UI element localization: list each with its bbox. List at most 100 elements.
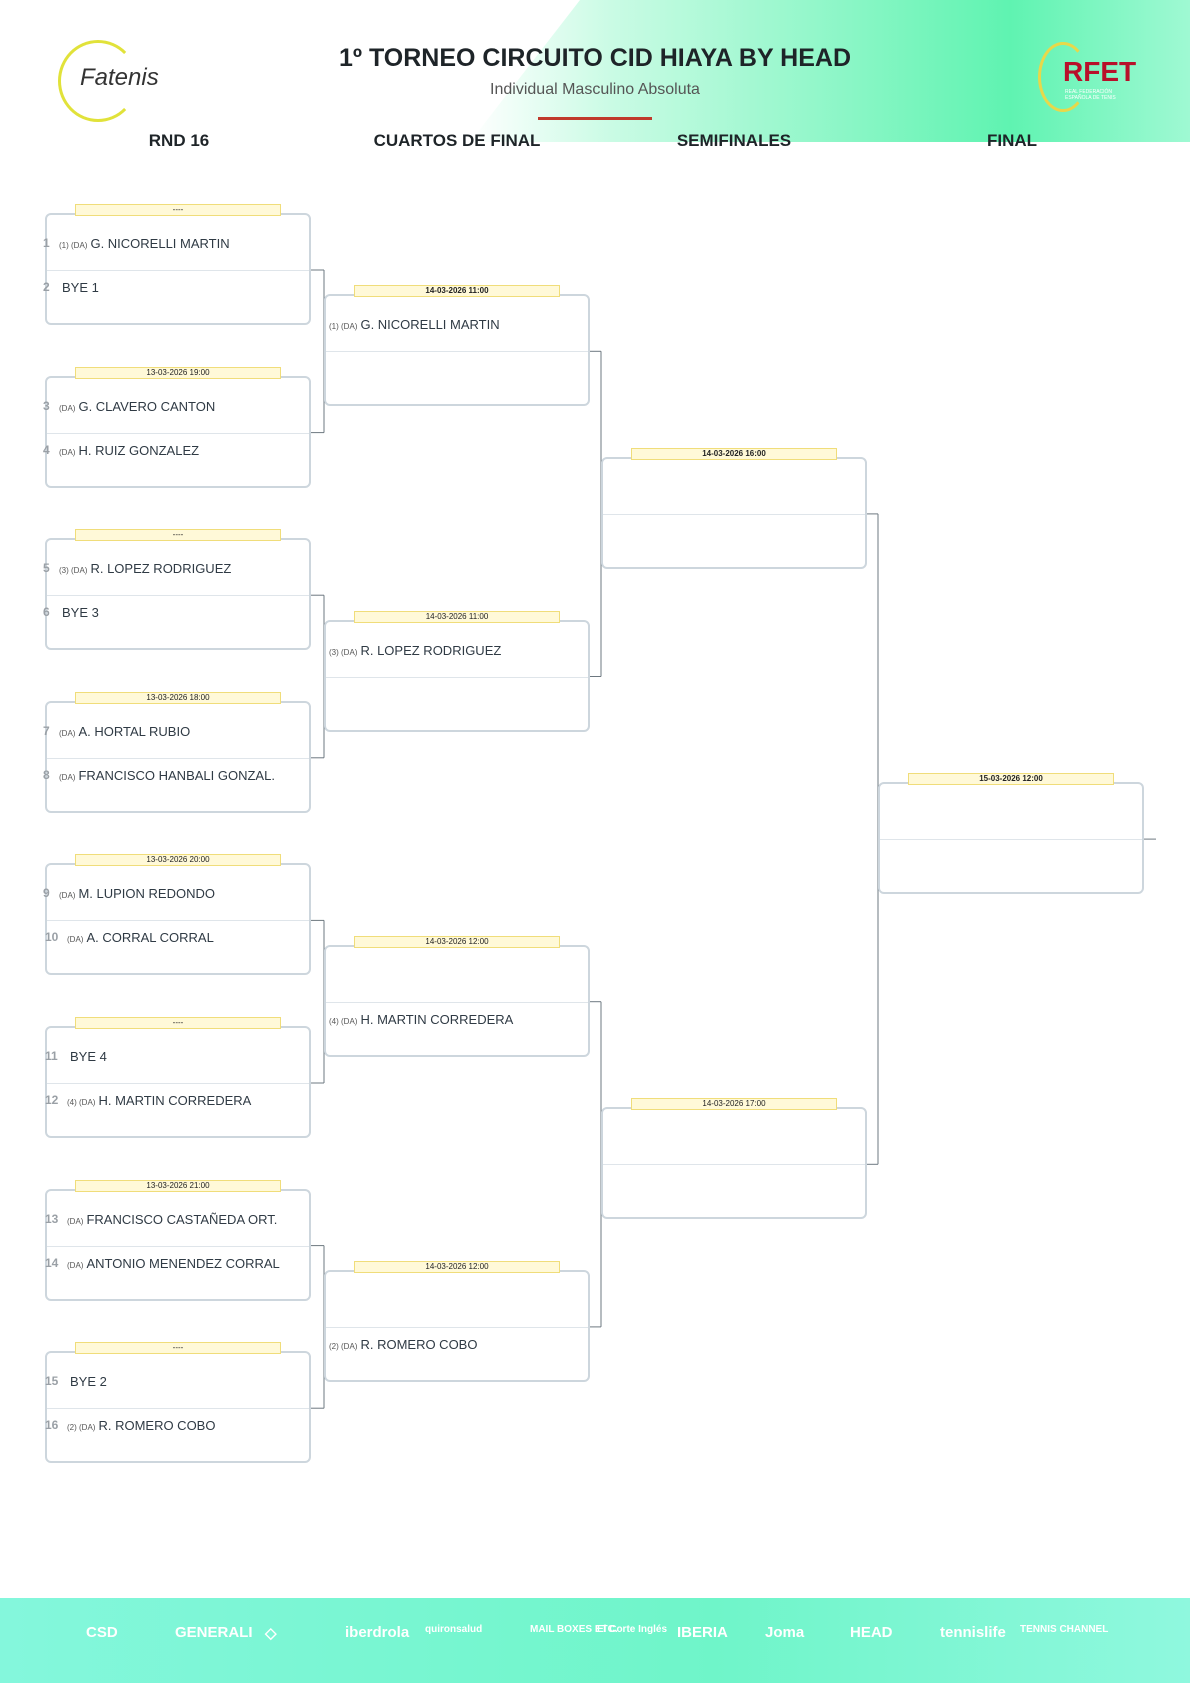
fatenis-logo-text: Fatenis [80,64,159,91]
player-row[interactable]: 12(4) (DA)H. MARTIN CORREDERA [45,1093,251,1108]
player-row[interactable] [329,361,332,376]
player-row[interactable] [883,849,886,864]
sponsor-logo: GENERALI [175,1624,253,1641]
draw-position-number: 16 [45,1418,59,1433]
page-title: 1º TORNEO CIRCUITO CID HIAYA BY HEAD [338,44,851,72]
match-date-label: 14-03-2026 12:00 [354,1260,560,1273]
match-divider [326,1001,588,1003]
player-row[interactable]: 14(DA)ANTONIO MENENDEZ CORRAL [45,1255,280,1271]
draw-position-number: 14 [45,1255,59,1270]
player-name: BYE 3 [62,605,99,621]
match-box[interactable]: 14-03-2026 16:00 [601,447,867,569]
player-row[interactable] [606,1174,609,1189]
match-date-label: ---- [75,529,281,542]
player-tags: (DA) [67,935,84,945]
match-box[interactable]: 14-03-2026 11:00 (1) (DA)G. NICORELLI MAR… [324,285,590,407]
sponsor-logo: ◇ [265,1625,277,1642]
match-divider [47,920,309,922]
sponsor-logo: CSD [86,1624,118,1641]
player-tags: (4) (DA) [67,1098,96,1107]
player-row[interactable]: (2) (DA)R. ROMERO COBO [329,1337,477,1352]
player-row[interactable]: 7(DA)A. HORTAL RUBIO [43,723,191,739]
sponsor-logo: TENNIS CHANNEL [1020,1624,1109,1635]
player-row[interactable]: 3(DA)G. CLAVERO CANTON [43,399,215,414]
match-divider [603,1164,865,1166]
sponsor-logo: IBERIA [677,1624,728,1641]
player-name: H. RUIZ GONZALEZ [78,442,200,458]
match-date-label: 14-03-2026 11:00 [354,285,560,298]
draw-position-number: 9 [43,886,50,901]
sponsor-logo: iberdrola [345,1624,410,1641]
player-name: M. LUPION REDONDO [78,886,215,902]
draw-position-number: 3 [43,398,50,413]
match-box[interactable]: 14-03-2026 17:00 [601,1098,867,1220]
player-row[interactable]: (1) (DA)G. NICORELLI MARTIN [329,317,500,332]
player-row[interactable] [606,524,609,539]
player-name: ANTONIO MENENDEZ CORRAL [86,1255,280,1271]
match-date-label: 14-03-2026 16:00 [631,447,837,460]
player-name: R. ROMERO COBO [98,1418,216,1434]
player-tags: (DA) [59,772,76,782]
player-row[interactable]: 9(DA)M. LUPION REDONDO [43,886,215,902]
match-divider [47,757,309,759]
match-date-label: 13-03-2026 20:00 [75,854,281,867]
player-name: BYE 4 [70,1049,107,1064]
player-row[interactable]: 4(DA)H. RUIZ GONZALEZ [43,442,200,458]
match-date-label: ---- [75,1017,281,1029]
match-box[interactable]: 13-03-2026 21:00 13(DA)FRANCISCO CASTAÑED… [45,1179,311,1301]
match-divider [47,1245,309,1247]
match-box[interactable]: 13-03-2026 19:00 3(DA)G. CLAVERO CANTON 4(… [43,366,311,488]
match-date-label: 14-03-2026 12:00 [354,935,560,948]
match-date-label: 13-03-2026 19:00 [75,366,281,379]
match-date-label: 13-03-2026 21:00 [75,1179,281,1192]
player-row[interactable]: (4) (DA)H. MARTIN CORREDERA [329,1012,513,1027]
player-row[interactable] [329,968,332,983]
player-row[interactable]: 8(DA)FRANCISCO HANBALI GONZAL. [43,767,275,783]
match-divider [47,432,309,434]
player-name: A. CORRAL CORRAL [86,930,214,946]
player-row[interactable]: (3) (DA)R. LOPEZ RODRIGUEZ [329,643,501,658]
draw-position-number: 15 [45,1374,59,1389]
player-name: R. LOPEZ RODRIGUEZ [360,642,502,658]
sponsor-logo: HEAD [850,1624,893,1641]
player-tags: (2) (DA) [67,1423,96,1433]
match-box[interactable]: 14-03-2026 12:00 (4) (DA)H. MARTIN CORRED… [324,935,590,1057]
player-name: A. HORTAL RUBIO [78,723,191,739]
player-row[interactable] [606,480,609,495]
player-row[interactable]: 16 (2) (DA)R. ROMERO COBO [45,1418,216,1434]
match-divider [47,270,309,271]
match-box[interactable]: 14-03-2026 12:00 (2) (DA)R. ROMERO COBO [324,1260,590,1382]
draw-position-number: 1 [43,236,50,250]
player-row[interactable]: 10(DA)A. CORRAL CORRAL [45,930,214,946]
player-tags: (1) (DA) [329,322,358,332]
player-name: FRANCISCO HANBALI GONZAL. [78,767,275,783]
player-row[interactable] [329,687,332,702]
match-divider [326,1326,588,1328]
player-row[interactable] [329,1293,332,1308]
match-box[interactable]: 14-03-2026 11:00(3) (DA)R. LOPEZ RODRIGU… [324,610,590,732]
player-row[interactable]: 1(1) (DA)G. NICORELLI MARTIN [43,236,230,251]
player-row[interactable] [606,1130,609,1145]
match-date-label: ---- [75,204,281,216]
player-tags: (3) (DA) [329,647,358,657]
draw-position-number: 13 [45,1211,59,1226]
player-row[interactable]: 5(3) (DA)R. LOPEZ RODRIGUEZ [43,561,231,576]
player-row[interactable] [883,805,886,820]
player-row[interactable]: 13(DA)FRANCISCO CASTAÑEDA ORT. [45,1212,277,1227]
title-underline [538,117,652,120]
match-box[interactable]: 15-03-2026 12:00 [878,773,1144,895]
match-divider [47,1408,309,1410]
match-divider [326,676,588,678]
round-label-semifinals: SEMIFINALES [676,131,792,150]
